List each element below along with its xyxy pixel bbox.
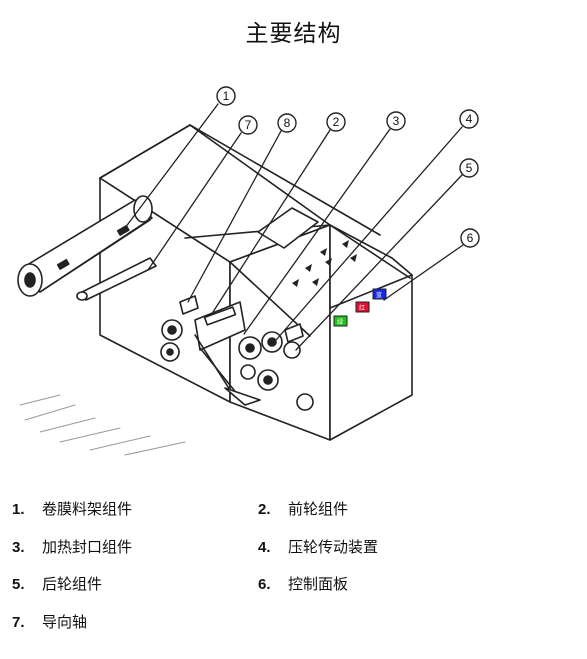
callout-2-label: 2 (333, 115, 340, 129)
callout-circles (216, 86, 480, 248)
legend-item-6: 6. 控制面板 (258, 573, 348, 594)
callout-8-label: 8 (284, 116, 291, 130)
legend-item-3: 3. 加热封口组件 (12, 536, 132, 557)
blue-button (372, 288, 387, 300)
machine-body (99, 124, 413, 441)
guide-shaft (76, 257, 157, 301)
legend-num: 2. (258, 501, 271, 518)
button-labels: 绿 红 蓝 (337, 291, 382, 326)
callout-4-label: 4 (466, 112, 473, 126)
legend-item-5: 5. 后轮组件 (12, 573, 102, 594)
legend-label: 卷膜料架组件 (42, 500, 133, 518)
heat-sealer (179, 295, 304, 406)
legend-item-1: 1. 卷膜料架组件 (12, 498, 132, 519)
ground-shadow (19, 394, 186, 456)
green-button (333, 315, 348, 327)
legend-label: 导向轴 (42, 613, 88, 631)
green-button-label: 绿 (337, 318, 343, 326)
legend-num: 7. (12, 614, 25, 631)
legend-num: 6. (258, 576, 271, 593)
callout-3-label: 3 (393, 114, 400, 128)
red-button-label: 红 (359, 304, 365, 312)
legend-label: 压轮传动装置 (288, 538, 379, 556)
red-button (355, 301, 370, 313)
legend-num: 1. (12, 501, 25, 518)
legend-label: 控制面板 (288, 575, 349, 593)
leader-lines (121, 103, 464, 351)
legend-num: 4. (258, 539, 271, 556)
callout-5 (459, 158, 479, 178)
callout-6 (460, 228, 480, 248)
callout-5-label: 5 (466, 161, 473, 175)
page-title: 主要结构 (245, 21, 342, 47)
wheels (160, 319, 314, 411)
legend-num: 3. (12, 539, 25, 556)
legend-label: 加热封口组件 (42, 538, 133, 556)
control-buttons (333, 288, 387, 327)
legend-item-4: 4. 压轮传动装置 (258, 536, 378, 557)
arrow-keys (292, 240, 357, 287)
legend-label: 后轮组件 (42, 575, 103, 593)
callout-6-label: 6 (467, 231, 474, 245)
legend-label: 前轮组件 (288, 500, 349, 518)
callout-1-label: 1 (223, 89, 230, 103)
legend-item-2: 2. 前轮组件 (258, 498, 348, 519)
legend-num: 5. (12, 576, 25, 593)
callout-1 (216, 86, 236, 106)
callout-numbers: 1 7 8 2 3 4 5 6 (223, 89, 474, 245)
film-roll (17, 195, 153, 297)
legend-item-7: 7. 导向轴 (12, 611, 87, 632)
callout-4 (459, 109, 479, 129)
callout-7-label: 7 (245, 118, 252, 132)
callout-8 (277, 113, 297, 133)
machine-diagram: 1 7 8 2 3 4 5 6 绿 红 蓝 (17, 86, 480, 456)
blue-button-label: 蓝 (376, 291, 382, 299)
display-window (257, 207, 319, 249)
callout-7 (238, 115, 258, 135)
callout-3 (386, 111, 406, 131)
callout-2 (326, 112, 346, 132)
